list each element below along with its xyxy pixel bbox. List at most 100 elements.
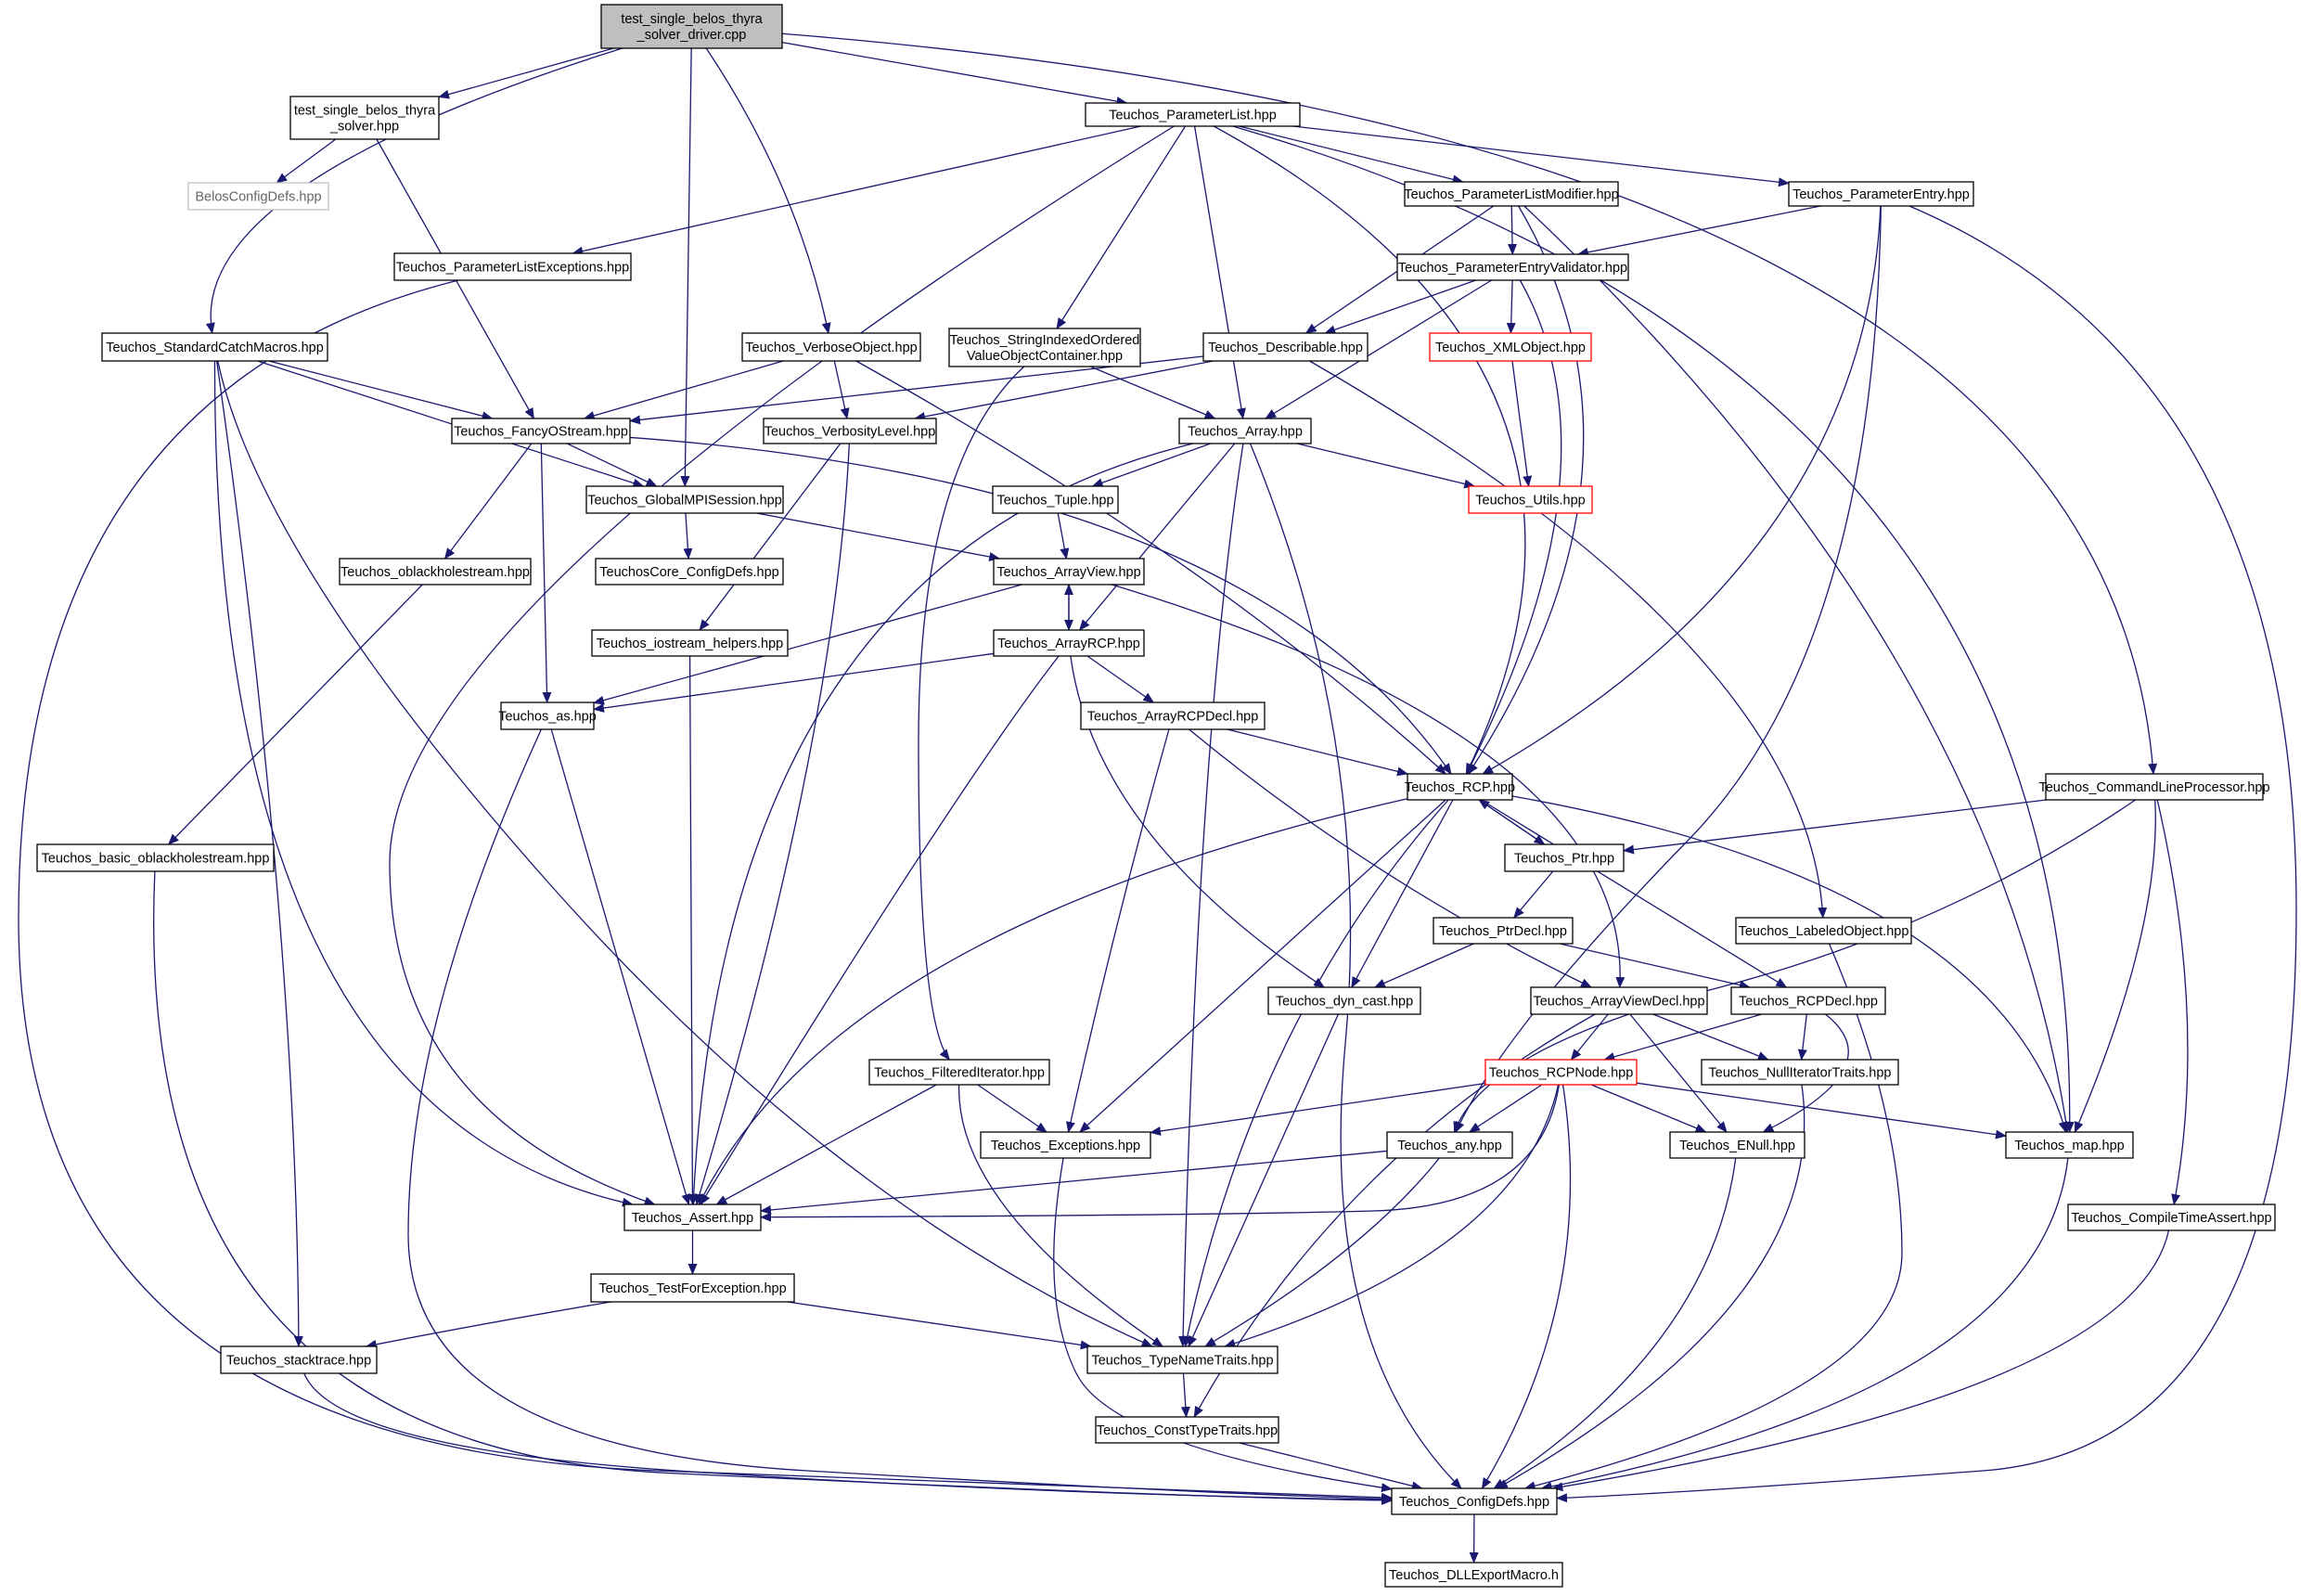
node-stdcatch[interactable]: Teuchos_StandardCatchMacros.hpp xyxy=(101,332,328,362)
node-box xyxy=(590,1273,795,1303)
node-avdecl[interactable]: Teuchos_ArrayViewDecl.hpp xyxy=(1530,986,1708,1015)
node-gmpi[interactable]: Teuchos_GlobalMPISession.hpp xyxy=(585,485,784,514)
node-fancy[interactable]: Teuchos_FancyOStream.hpp xyxy=(451,418,631,444)
node-arrayview[interactable]: Teuchos_ArrayView.hpp xyxy=(993,558,1145,586)
edge-rcpnode-to-assert xyxy=(760,1084,1561,1222)
node-as[interactable]: Teuchos_as.hpp xyxy=(498,701,597,730)
node-rcp[interactable]: Teuchos_RCP.hpp xyxy=(1405,773,1515,801)
node-dll[interactable]: Teuchos_DLLExportMacro.h xyxy=(1384,1562,1563,1588)
edge-line xyxy=(698,798,1408,1205)
edge-plexc-to-configdefs xyxy=(18,279,1393,1502)
node-tsbts[interactable]: test_single_belos_thyra_solver.hpp xyxy=(289,96,440,140)
edge-line xyxy=(1652,1013,1769,1061)
edge-rcpnode-to-any xyxy=(1469,1084,1543,1133)
node-configdefs[interactable]: Teuchos_ConfigDefs.hpp xyxy=(1391,1487,1558,1515)
edge-rcp-to-rcpdecl xyxy=(1480,799,1788,988)
edge-line xyxy=(1249,443,1462,1489)
edge-labeled-to-configdefs xyxy=(1523,943,1903,1491)
node-dyncast[interactable]: Teuchos_dyn_cast.hpp xyxy=(1267,986,1421,1015)
edge-avdecl-to-rcpnode xyxy=(1570,1013,1609,1061)
edge-arrayview-to-as xyxy=(593,584,1022,705)
node-exceptions[interactable]: Teuchos_Exceptions.hpp xyxy=(980,1131,1151,1159)
node-label: Teuchos_ParameterListExceptions.hpp xyxy=(396,261,629,276)
edge-arcpdecl-to-exceptions xyxy=(1066,728,1170,1133)
node-label: Teuchos_ParameterEntry.hpp xyxy=(1793,187,1970,202)
edge-rcp-to-assert xyxy=(698,798,1408,1205)
node-verblevel[interactable]: Teuchos_VerbosityLevel.hpp xyxy=(763,418,937,444)
node-assert[interactable]: Teuchos_Assert.hpp xyxy=(623,1203,762,1231)
edge-describable-to-verblevel xyxy=(914,360,1214,421)
edge-rcp-to-exceptions xyxy=(1079,799,1446,1133)
node-box xyxy=(1080,701,1266,730)
node-box xyxy=(585,485,784,514)
edge-line xyxy=(1188,1013,1340,1347)
node-label: Teuchos_oblackholestream.hpp xyxy=(341,565,530,580)
node-box xyxy=(1267,986,1421,1015)
node-rcpdecl[interactable]: Teuchos_RCPDecl.hpp xyxy=(1730,986,1886,1015)
edge-plist-to-plmod xyxy=(1239,125,1464,185)
node-basicob[interactable]: Teuchos_basic_oblackholestream.hpp xyxy=(36,843,275,872)
node-typename[interactable]: Teuchos_TypeNameTraits.hpp xyxy=(1086,1345,1279,1374)
node-nulliter[interactable]: Teuchos_NullIteratorTraits.hpp xyxy=(1701,1059,1899,1086)
node-tfe[interactable]: Teuchos_TestForException.hpp xyxy=(590,1273,795,1303)
edge-line xyxy=(1066,728,1170,1133)
edge-line xyxy=(276,138,337,184)
node-pev[interactable]: Teuchos_ParameterEntryValidator.hpp xyxy=(1396,253,1629,281)
edge-plist-to-map xyxy=(1232,125,2075,1133)
node-map[interactable]: Teuchos_map.hpp xyxy=(2005,1131,2134,1159)
node-coreconf[interactable]: TeuchosCore_ConfigDefs.hpp xyxy=(595,558,784,586)
node-pentry[interactable]: Teuchos_ParameterEntry.hpp xyxy=(1788,181,1974,207)
node-tuple[interactable]: Teuchos_Tuple.hpp xyxy=(992,485,1119,514)
edge-pentry-to-pev xyxy=(1576,205,1821,257)
node-describable[interactable]: Teuchos_Describable.hpp xyxy=(1202,332,1369,362)
node-verbose[interactable]: Teuchos_VerboseObject.hpp xyxy=(741,332,921,362)
node-box xyxy=(600,4,783,49)
edge-line xyxy=(715,1084,937,1205)
node-box xyxy=(948,328,1141,367)
node-plexc[interactable]: Teuchos_ParameterListExceptions.hpp xyxy=(393,252,632,281)
edge-line xyxy=(918,366,1025,1061)
node-rcpnode[interactable]: Teuchos_RCPNode.hpp xyxy=(1484,1059,1638,1086)
node-plmod[interactable]: Teuchos_ParameterListModifier.hpp xyxy=(1404,181,1619,207)
node-ptrdecl[interactable]: Teuchos_PtrDecl.hpp xyxy=(1433,917,1574,945)
node-label: Teuchos_Describable.hpp xyxy=(1208,341,1363,355)
edge-rcpdecl-to-rcpnode xyxy=(1603,1013,1762,1062)
edge-line xyxy=(1292,125,1790,187)
node-consttype[interactable]: Teuchos_ConstTypeTraits.hpp xyxy=(1095,1416,1279,1444)
node-any[interactable]: Teuchos_any.hpp xyxy=(1386,1131,1513,1159)
edge-line xyxy=(1513,870,1554,919)
node-oblack[interactable]: Teuchos_oblackholestream.hpp xyxy=(339,558,532,586)
edge-plist-to-assert xyxy=(389,125,1175,1206)
edge-plist-to-rcp xyxy=(1213,125,1526,775)
node-strindexed[interactable]: Teuchos_StringIndexedOrderedValueObjectC… xyxy=(948,328,1141,367)
node-filtered[interactable]: Teuchos_FilteredIterator.hpp xyxy=(868,1059,1050,1086)
node-box xyxy=(1384,1562,1563,1588)
node-belos[interactable]: BelosConfigDefs.hpp xyxy=(187,182,329,211)
edge-line xyxy=(1178,443,1244,1347)
node-label: Teuchos_Exceptions.hpp xyxy=(991,1139,1140,1153)
node-labeled[interactable]: Teuchos_LabeledObject.hpp xyxy=(1735,917,1912,945)
node-plist[interactable]: Teuchos_ParameterList.hpp xyxy=(1085,102,1301,127)
node-cta[interactable]: Teuchos_CompileTimeAssert.hpp xyxy=(2067,1203,2276,1231)
node-utils[interactable]: Teuchos_Utils.hpp xyxy=(1468,485,1593,514)
edge-line xyxy=(1469,1084,1543,1133)
node-arrayrcp[interactable]: Teuchos_ArrayRCP.hpp xyxy=(993,629,1145,657)
node-iohelp[interactable]: Teuchos_iostream_helpers.hpp xyxy=(591,629,789,657)
edge-strindexed-to-array xyxy=(1089,366,1216,419)
node-label: Teuchos_ENull.hpp xyxy=(1679,1139,1795,1153)
node-ptr[interactable]: Teuchos_Ptr.hpp xyxy=(1504,843,1625,872)
edge-line xyxy=(1193,125,1246,419)
node-array[interactable]: Teuchos_Array.hpp xyxy=(1178,418,1312,444)
edge-rcpnode-to-map xyxy=(1636,1082,2007,1139)
edge-line xyxy=(167,584,423,845)
edge-tuple-to-arrayview xyxy=(1057,512,1070,560)
node-enull[interactable]: Teuchos_ENull.hpp xyxy=(1669,1131,1805,1159)
node-clp[interactable]: Teuchos_CommandLineProcessor.hpp xyxy=(2038,773,2270,801)
node-xmlobj[interactable]: Teuchos_XMLObject.hpp xyxy=(1429,332,1592,362)
edge-stdcatch-to-assert xyxy=(213,360,634,1207)
edge-xmlobj-to-utils xyxy=(1511,360,1533,487)
edge-enull-to-configdefs xyxy=(1493,1157,1737,1489)
node-stacktrace[interactable]: Teuchos_stacktrace.hpp xyxy=(220,1345,378,1374)
node-label: Teuchos_dyn_cast.hpp xyxy=(1276,995,1413,1010)
node-arcpdecl[interactable]: Teuchos_ArrayRCPDecl.hpp xyxy=(1080,701,1266,730)
